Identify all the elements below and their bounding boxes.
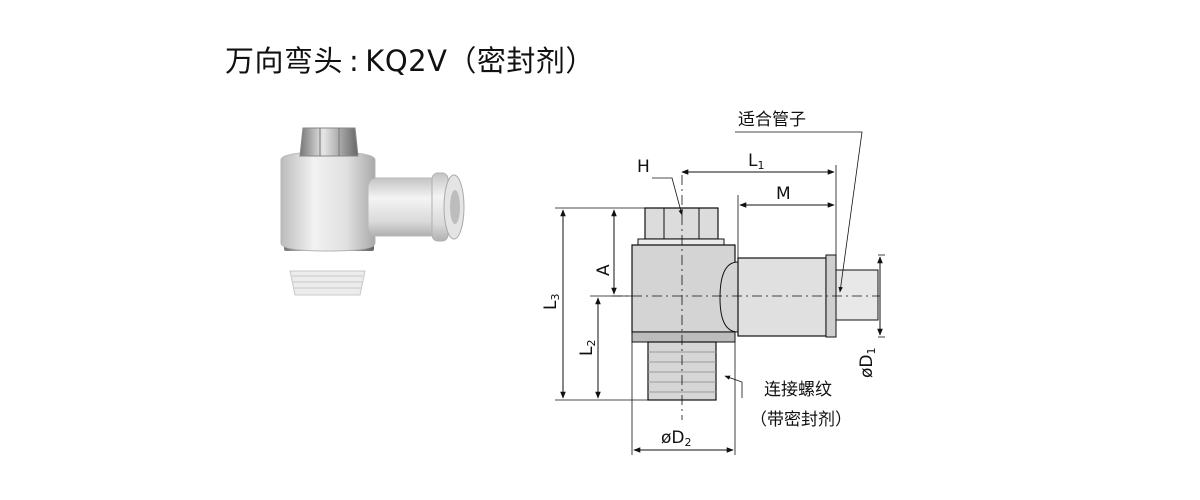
- label-m: M: [776, 184, 791, 204]
- callout-thread: 连接螺纹: [764, 380, 832, 400]
- label-l2: L2: [577, 340, 598, 356]
- technical-drawing: [555, 131, 885, 455]
- callout-thread-note: （带密封剂）: [750, 410, 852, 430]
- label-l1: L1: [748, 151, 764, 172]
- label-l3: L3: [541, 294, 562, 310]
- label-d2: øD2: [661, 428, 692, 449]
- title-model: KQ2V（密封剂）: [365, 44, 595, 78]
- label-d1: øD1: [857, 348, 878, 379]
- product-photo: [280, 127, 465, 296]
- label-h: H: [637, 157, 650, 177]
- page-title: 万向弯头:KQ2V（密封剂）: [225, 38, 595, 80]
- title-separator: :: [349, 44, 360, 78]
- callout-tube: 适合管子: [738, 110, 806, 130]
- label-a: A: [594, 264, 614, 276]
- title-name: 万向弯头: [225, 44, 344, 78]
